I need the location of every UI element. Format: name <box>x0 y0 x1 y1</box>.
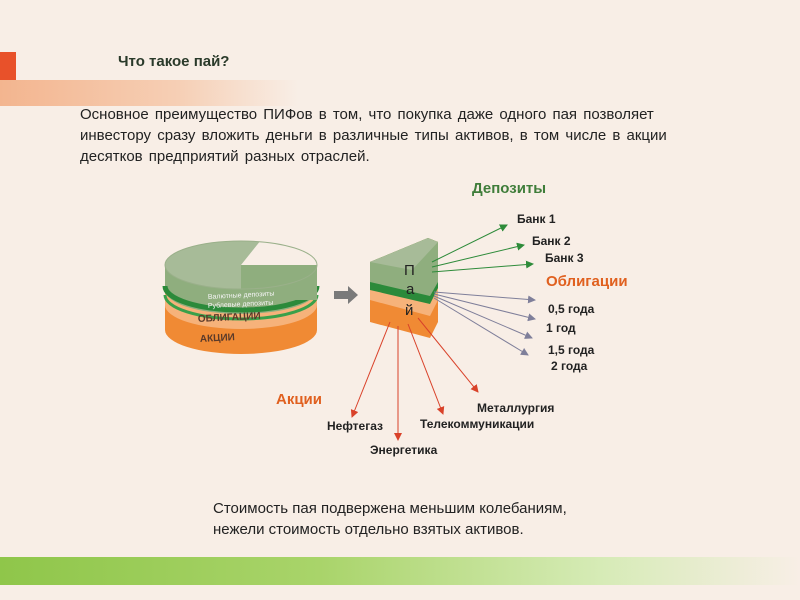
deposit-item: Банк 2 <box>532 234 571 248</box>
bond-item: 1 год <box>546 321 576 335</box>
category-deposits: Депозиты <box>472 180 546 197</box>
title-band <box>0 80 298 106</box>
slide-title: Что такое пай? <box>118 53 230 70</box>
pie-label-currency: Валютные депозиты <box>208 291 275 301</box>
pie-missing-slice <box>241 240 318 265</box>
bottom-line: Стоимость пая подвержена меньшим колебан… <box>213 500 567 517</box>
intro-paragraph: Основное преимущество ПИФов в том, что п… <box>80 104 740 167</box>
intro-line: инвестору сразу вложить деньги в различн… <box>80 127 667 144</box>
arrow-stock-telecom <box>407 323 445 415</box>
stock-item: Нефтегаз <box>327 419 383 433</box>
share-letter: П <box>404 262 415 279</box>
arrow-bank-3 <box>431 260 534 273</box>
bottom-line: нежели стоимость отдельно взятых активов… <box>213 521 524 538</box>
share-letter: а <box>406 281 415 298</box>
bond-item: 0,5 года <box>548 302 595 316</box>
arrow-bond-1 <box>433 293 536 322</box>
stock-item: Металлургия <box>477 401 554 415</box>
transform-arrow-icon <box>334 286 358 304</box>
pie-label-bonds: ОБЛИГАЦИИ <box>198 311 261 325</box>
bond-item: 1,5 года <box>548 343 595 357</box>
deposit-item: Банк 1 <box>517 212 556 226</box>
intro-line: десятков предприятий разных отраслей. <box>80 148 370 165</box>
arrow-stock-oilgas <box>350 321 391 418</box>
stock-item: Телекоммуникации <box>420 417 534 431</box>
share-letter: й <box>405 302 413 319</box>
intro-line: Основное преимущество ПИФов в том, что п… <box>80 106 654 123</box>
arrow-stock-metal <box>417 317 479 393</box>
arrow-bank-1 <box>431 224 508 263</box>
stock-item: Энергетика <box>370 443 438 457</box>
bottom-note: Стоимость пая подвержена меньшим колебан… <box>213 498 633 540</box>
arrow-bond-15 <box>433 295 533 339</box>
pie-label-ruble: Рублевые депозиты <box>208 299 274 310</box>
bond-item: 2 года <box>551 359 588 373</box>
title-accent-bar <box>0 52 16 80</box>
arrow-bond-05 <box>433 291 536 304</box>
category-bonds: Облигации <box>546 273 628 290</box>
pie-label-stocks: АКЦИИ <box>200 332 236 345</box>
arrow-bond-2 <box>433 297 529 356</box>
fund-pie <box>162 240 320 354</box>
arrow-bank-2 <box>431 242 525 268</box>
deposit-item: Банк 3 <box>545 251 584 265</box>
footer-gradient-bar <box>0 557 800 585</box>
category-stocks: Акции <box>276 391 322 408</box>
share-slice <box>370 238 438 338</box>
